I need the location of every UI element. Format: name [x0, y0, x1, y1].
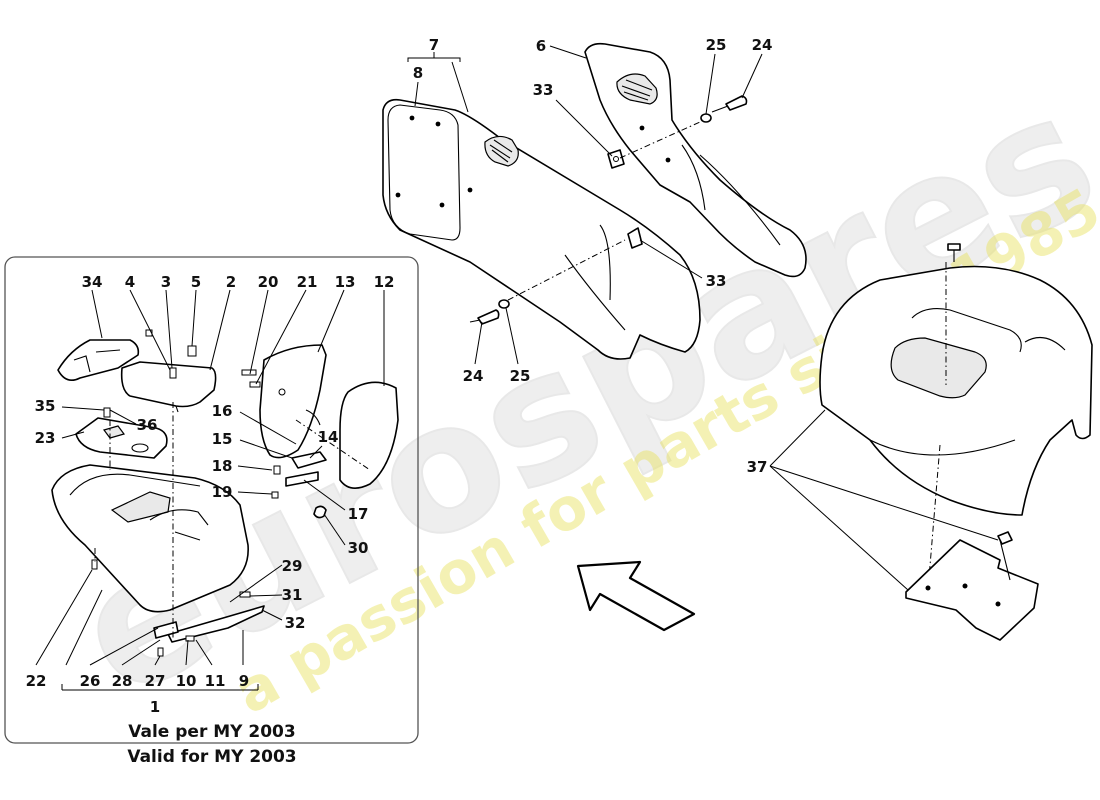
callout-12: 12 — [374, 273, 395, 291]
callout-31: 31 — [282, 586, 303, 604]
callout-14: 14 — [318, 428, 339, 446]
inset-leaders — [35, 289, 385, 691]
bracket-9 — [153, 605, 265, 643]
latch-panel-2 — [120, 361, 217, 413]
callout-24-top: 24 — [752, 36, 773, 54]
cover-23 — [75, 417, 168, 459]
callout-7: 7 — [429, 36, 439, 54]
callout-28: 28 — [112, 672, 133, 690]
callout-33-top: 33 — [533, 81, 554, 99]
callout-20: 20 — [258, 273, 279, 291]
clip-33-top — [607, 149, 625, 169]
callout-27: 27 — [145, 672, 166, 690]
callout-4: 4 — [125, 273, 135, 291]
callout-3: 3 — [161, 273, 171, 291]
callout-25-top: 25 — [706, 36, 727, 54]
callout-8: 8 — [413, 64, 423, 82]
callout-18: 18 — [212, 457, 233, 475]
callout-10: 10 — [176, 672, 197, 690]
bushing-30 — [313, 505, 327, 519]
inset-frame — [4, 256, 419, 744]
bracket-37 — [905, 539, 1039, 641]
lid-34 — [57, 339, 140, 381]
callout-21: 21 — [297, 273, 318, 291]
direction-arrow — [576, 560, 696, 632]
callout-19: 19 — [212, 483, 233, 501]
callout-36: 36 — [137, 416, 158, 434]
callout-labels: 7 8 6 25 24 33 33 24 25 37 34 4 3 5 2 20… — [26, 36, 773, 716]
inset-caption-en: Valid for MY 2003 — [127, 747, 296, 767]
callout-1: 1 — [150, 698, 160, 716]
callout-5: 5 — [191, 273, 201, 291]
screw-37-top — [947, 243, 961, 262]
callout-35: 35 — [35, 397, 56, 415]
callout-33-mid: 33 — [706, 272, 727, 290]
tunnel-cover-37 — [819, 265, 1093, 516]
callout-11: 11 — [205, 672, 226, 690]
callout-15: 15 — [212, 430, 233, 448]
callout-2: 2 — [226, 273, 236, 291]
screw-37-side — [997, 531, 1013, 581]
callout-30: 30 — [348, 539, 369, 557]
clip-33-mid — [627, 227, 643, 249]
armrest-base — [51, 464, 249, 613]
callout-25-mid: 25 — [510, 367, 531, 385]
callout-24-mid: 24 — [463, 367, 484, 385]
top-leaders — [407, 45, 999, 591]
callout-22: 22 — [26, 672, 47, 690]
hinge-14 — [285, 451, 327, 487]
callout-13: 13 — [335, 273, 356, 291]
callout-9: 9 — [239, 672, 249, 690]
door-13 — [259, 344, 327, 459]
callout-26: 26 — [80, 672, 101, 690]
side-trim-panel-7 — [382, 98, 701, 360]
screw-24-mid — [469, 309, 500, 325]
fastener-24-top — [711, 95, 748, 113]
callout-23: 23 — [35, 429, 56, 447]
washer-25-top — [700, 113, 712, 123]
inset-fasteners — [91, 329, 281, 657]
callout-37: 37 — [747, 458, 768, 476]
callout-6: 6 — [536, 37, 546, 55]
inset-my2003 — [4, 256, 419, 744]
callout-29: 29 — [282, 557, 303, 575]
inset-caption-it: Vale per MY 2003 — [128, 722, 295, 742]
callout-34: 34 — [82, 273, 103, 291]
callout-32: 32 — [285, 614, 306, 632]
washer-25-mid — [498, 299, 510, 309]
callout-16: 16 — [212, 402, 233, 420]
side-panel-6 — [584, 42, 807, 278]
callout-17: 17 — [348, 505, 369, 523]
cover-12 — [339, 381, 399, 489]
